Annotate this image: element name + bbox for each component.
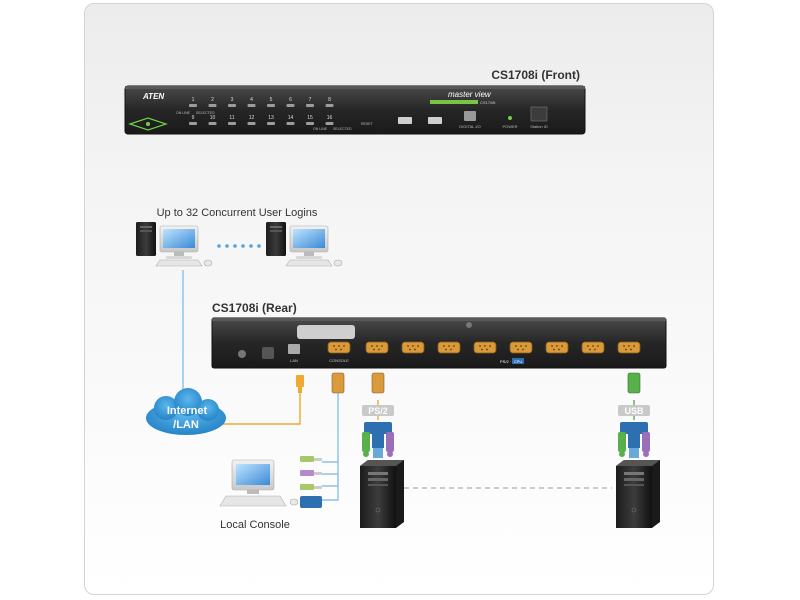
cpu-vga-port [581, 341, 605, 354]
lan-plug [296, 375, 304, 393]
port-button[interactable] [325, 104, 334, 107]
port-button[interactable] [208, 122, 217, 125]
network-cloud-icon: Internet /LAN [146, 388, 226, 435]
console-plug [331, 372, 345, 394]
ps2-cpu-plug [371, 372, 385, 394]
port-number-top: 5 [270, 97, 273, 103]
usb-port-1 [398, 117, 412, 124]
rear-unit-title: CS1708i (Rear) [212, 301, 297, 315]
console-port-label: CONSOLE [329, 358, 349, 363]
lan-port [288, 344, 300, 354]
online-label-2: ON LINE [313, 127, 328, 131]
port-button[interactable] [267, 122, 275, 125]
usb-kvm-adapter-icon [618, 422, 650, 458]
selected-label-1: SELECTED [196, 111, 215, 115]
port-number-top: 6 [289, 97, 292, 103]
cpu-vga-port [473, 341, 497, 354]
front-unit-title: CS1708i (Front) [491, 68, 580, 82]
port-number-bottom: 15 [307, 115, 313, 121]
on-the-net-logo [128, 117, 168, 131]
ps2-kvm-adapter-icon [362, 422, 394, 458]
ps2-usb-label: PS/2 · USB [500, 359, 521, 364]
port-button[interactable] [286, 122, 295, 125]
master-view-logo: master view [448, 90, 492, 99]
rear-unit-chassis: LAN CONSOLE PS/2 · USB CPU [211, 317, 667, 369]
port-button[interactable] [228, 122, 236, 125]
local-console-caption: Local Console [220, 519, 290, 531]
power-socket [262, 347, 274, 359]
cpu-vga-port [545, 341, 569, 354]
network-label-line1: Internet [167, 405, 208, 417]
port-number-top: 1 [192, 97, 195, 103]
port-button[interactable] [286, 104, 295, 107]
port-button[interactable] [247, 122, 256, 125]
model-badge: CS1708i [480, 100, 495, 105]
usb-badge [618, 405, 650, 416]
port-button[interactable] [189, 104, 197, 107]
cpu-badge-label: CPU [514, 359, 523, 364]
cpu-vga-port [617, 341, 641, 354]
port-number-top: 8 [328, 97, 331, 103]
port-button[interactable] [208, 104, 217, 107]
logo-strip [430, 100, 478, 104]
port-number-bottom: 16 [327, 115, 333, 121]
station-id-label: Station ID [530, 124, 548, 129]
cpu-vga-port [437, 341, 461, 354]
brand-logo: ATEN [142, 92, 164, 101]
port-button[interactable] [306, 122, 314, 125]
port-number-bottom: 14 [288, 115, 294, 121]
online-label-1: ON LINE [176, 111, 191, 115]
usb-port-2 [428, 117, 442, 124]
port-number-top: 3 [231, 97, 234, 103]
station-id-display [530, 106, 548, 122]
reset-label: RESET [361, 122, 374, 126]
port-number-bottom: 12 [249, 115, 255, 121]
ground-screw [466, 322, 472, 328]
port-button[interactable] [228, 104, 236, 107]
port-button[interactable] [189, 122, 197, 125]
port-button[interactable] [306, 104, 314, 107]
lan-cable [218, 392, 301, 425]
port-button[interactable] [325, 122, 334, 125]
ps2-badge-label: PS/2 [368, 406, 388, 416]
port-number-top: 2 [211, 97, 214, 103]
digital-io-port [464, 111, 476, 121]
selected-label-2: SELECTED [333, 127, 352, 131]
cpu-vga-port [365, 341, 389, 354]
usb-cpu-plug [627, 372, 641, 394]
power-label: POWER [502, 124, 517, 129]
console-vga-port [327, 341, 351, 354]
cpu-vga-port [509, 341, 533, 354]
parallel-daisy-chain-port [297, 325, 355, 339]
remote-user-computer-1 [135, 221, 213, 267]
port-button[interactable] [247, 104, 256, 107]
port-number-bottom: 11 [229, 115, 234, 121]
power-switch [238, 350, 246, 358]
remote-users-caption: Up to 32 Concurrent User Logins [157, 207, 318, 219]
console-cable [322, 392, 339, 501]
server-tower-ps2 [359, 459, 405, 529]
usb-badge-label: USB [624, 406, 644, 416]
port-number-top: 4 [250, 97, 253, 103]
port-number-bottom: 10 [210, 115, 216, 121]
port-button[interactable] [267, 104, 275, 107]
port-number-top: 7 [309, 97, 312, 103]
local-console-connectors [300, 456, 322, 508]
ellipsis-dots [217, 244, 261, 248]
local-console-computer-icon [219, 459, 299, 507]
cpu-vga-port [401, 341, 425, 354]
network-label-line2: /LAN [173, 419, 199, 431]
lan-port-label: LAN [290, 358, 298, 363]
port-number-bottom: 13 [268, 115, 274, 121]
server-tower-usb [615, 459, 661, 529]
digital-io-label: DIGITAL I/O [459, 124, 481, 129]
port-number-bottom: 9 [192, 115, 195, 121]
remote-user-computer-2 [265, 221, 343, 267]
power-led [508, 116, 512, 120]
cpu-badge [512, 358, 524, 364]
ps2-badge [362, 405, 394, 416]
